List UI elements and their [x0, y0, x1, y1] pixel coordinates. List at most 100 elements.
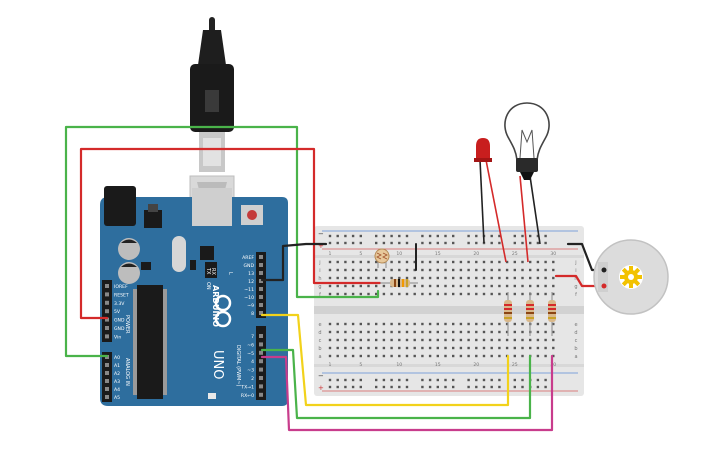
breadboard-hole[interactable]	[459, 330, 463, 334]
header-pin[interactable]	[105, 334, 109, 339]
breadboard-hole[interactable]	[375, 378, 378, 382]
breadboard-hole[interactable]	[505, 346, 509, 350]
breadboard-hole[interactable]	[467, 276, 470, 280]
breadboard-hole[interactable]	[552, 260, 555, 264]
breadboard-hole[interactable]	[398, 385, 401, 389]
breadboard-hole[interactable]	[405, 260, 409, 264]
breadboard-hole[interactable]	[344, 322, 347, 326]
breadboard-hole[interactable]	[498, 346, 501, 350]
breadboard-hole[interactable]	[475, 385, 478, 389]
breadboard-hole[interactable]	[444, 346, 447, 350]
breadboard-hole[interactable]	[344, 346, 347, 350]
breadboard-hole[interactable]	[351, 292, 355, 296]
header-pin[interactable]	[105, 387, 109, 391]
breadboard-hole[interactable]	[344, 276, 347, 280]
breadboard-hole[interactable]	[428, 268, 432, 272]
breadboard-hole[interactable]	[498, 322, 501, 326]
header-pin[interactable]	[259, 367, 263, 372]
header-pin[interactable]	[105, 317, 109, 322]
breadboard-hole[interactable]	[475, 378, 478, 382]
breadboard-hole[interactable]	[436, 292, 439, 296]
breadboard-hole[interactable]	[375, 330, 378, 334]
header-pin[interactable]	[105, 300, 109, 305]
breadboard-hole[interactable]	[367, 260, 370, 264]
breadboard-hole[interactable]	[390, 385, 393, 389]
breadboard-hole[interactable]	[498, 338, 501, 342]
breadboard-hole[interactable]	[513, 322, 516, 326]
breadboard-hole[interactable]	[521, 330, 524, 334]
breadboard-hole[interactable]	[436, 354, 439, 358]
breadboard-hole[interactable]	[467, 330, 470, 334]
breadboard-hole[interactable]	[459, 260, 463, 264]
breadboard-hole[interactable]	[498, 260, 501, 264]
breadboard-hole[interactable]	[467, 260, 470, 264]
breadboard-hole[interactable]	[428, 260, 432, 264]
breadboard-hole[interactable]	[482, 338, 486, 342]
breadboard-hole[interactable]	[336, 268, 339, 272]
breadboard-hole[interactable]	[382, 378, 386, 382]
breadboard-hole[interactable]	[390, 338, 393, 342]
breadboard-hole[interactable]	[498, 241, 501, 245]
breadboard-hole[interactable]	[421, 378, 424, 382]
breadboard-hole[interactable]	[475, 292, 478, 296]
header-pin[interactable]	[259, 295, 263, 299]
breadboard-hole[interactable]	[475, 330, 478, 334]
breadboard-hole[interactable]	[405, 322, 409, 326]
breadboard-hole[interactable]	[513, 346, 516, 350]
breadboard-hole[interactable]	[367, 322, 370, 326]
breadboard-hole[interactable]	[421, 322, 424, 326]
breadboard-hole[interactable]	[336, 354, 339, 358]
header-pin[interactable]	[259, 350, 263, 355]
breadboard-hole[interactable]	[436, 338, 439, 342]
breadboard-hole[interactable]	[351, 234, 355, 238]
breadboard-hole[interactable]	[490, 354, 493, 358]
breadboard-hole[interactable]	[498, 378, 501, 382]
breadboard-hole[interactable]	[359, 322, 362, 326]
breadboard-hole[interactable]	[413, 338, 416, 342]
breadboard-hole[interactable]	[513, 378, 516, 382]
breadboard-hole[interactable]	[536, 385, 540, 389]
breadboard-hole[interactable]	[359, 338, 362, 342]
breadboard-hole[interactable]	[382, 241, 386, 245]
breadboard-hole[interactable]	[544, 338, 547, 342]
breadboard-hole[interactable]	[328, 385, 332, 389]
breadboard-hole[interactable]	[536, 338, 540, 342]
breadboard-hole[interactable]	[398, 260, 401, 264]
breadboard-hole[interactable]	[544, 292, 547, 296]
breadboard-hole[interactable]	[536, 354, 540, 358]
breadboard-hole[interactable]	[459, 354, 463, 358]
breadboard-hole[interactable]	[405, 346, 409, 350]
breadboard-hole[interactable]	[413, 276, 416, 280]
breadboard-hole[interactable]	[328, 268, 332, 272]
breadboard-hole[interactable]	[498, 234, 501, 238]
breadboard-hole[interactable]	[459, 338, 463, 342]
breadboard-hole[interactable]	[328, 322, 332, 326]
breadboard-hole[interactable]	[344, 385, 347, 389]
breadboard-hole[interactable]	[367, 284, 370, 288]
breadboard-hole[interactable]	[490, 284, 493, 288]
breadboard-hole[interactable]	[328, 276, 332, 280]
breadboard-hole[interactable]	[482, 260, 486, 264]
breadboard-hole[interactable]	[498, 268, 501, 272]
breadboard-hole[interactable]	[544, 378, 547, 382]
breadboard-hole[interactable]	[544, 346, 547, 350]
header-pin[interactable]	[105, 363, 109, 367]
breadboard-hole[interactable]	[375, 292, 378, 296]
breadboard-hole[interactable]	[336, 330, 339, 334]
breadboard-hole[interactable]	[490, 260, 493, 264]
breadboard-hole[interactable]	[375, 276, 378, 280]
breadboard-hole[interactable]	[359, 346, 362, 350]
breadboard-hole[interactable]	[359, 260, 362, 264]
breadboard-hole[interactable]	[467, 284, 470, 288]
header-pin[interactable]	[259, 359, 263, 364]
breadboard-hole[interactable]	[482, 268, 486, 272]
breadboard-hole[interactable]	[328, 346, 332, 350]
breadboard-hole[interactable]	[536, 330, 540, 334]
breadboard-hole[interactable]	[375, 260, 378, 264]
header-pin[interactable]	[259, 311, 263, 315]
breadboard-hole[interactable]	[405, 378, 409, 382]
breadboard-hole[interactable]	[421, 346, 424, 350]
breadboard-hole[interactable]	[452, 322, 455, 326]
breadboard-hole[interactable]	[444, 378, 447, 382]
breadboard-hole[interactable]	[367, 276, 370, 280]
